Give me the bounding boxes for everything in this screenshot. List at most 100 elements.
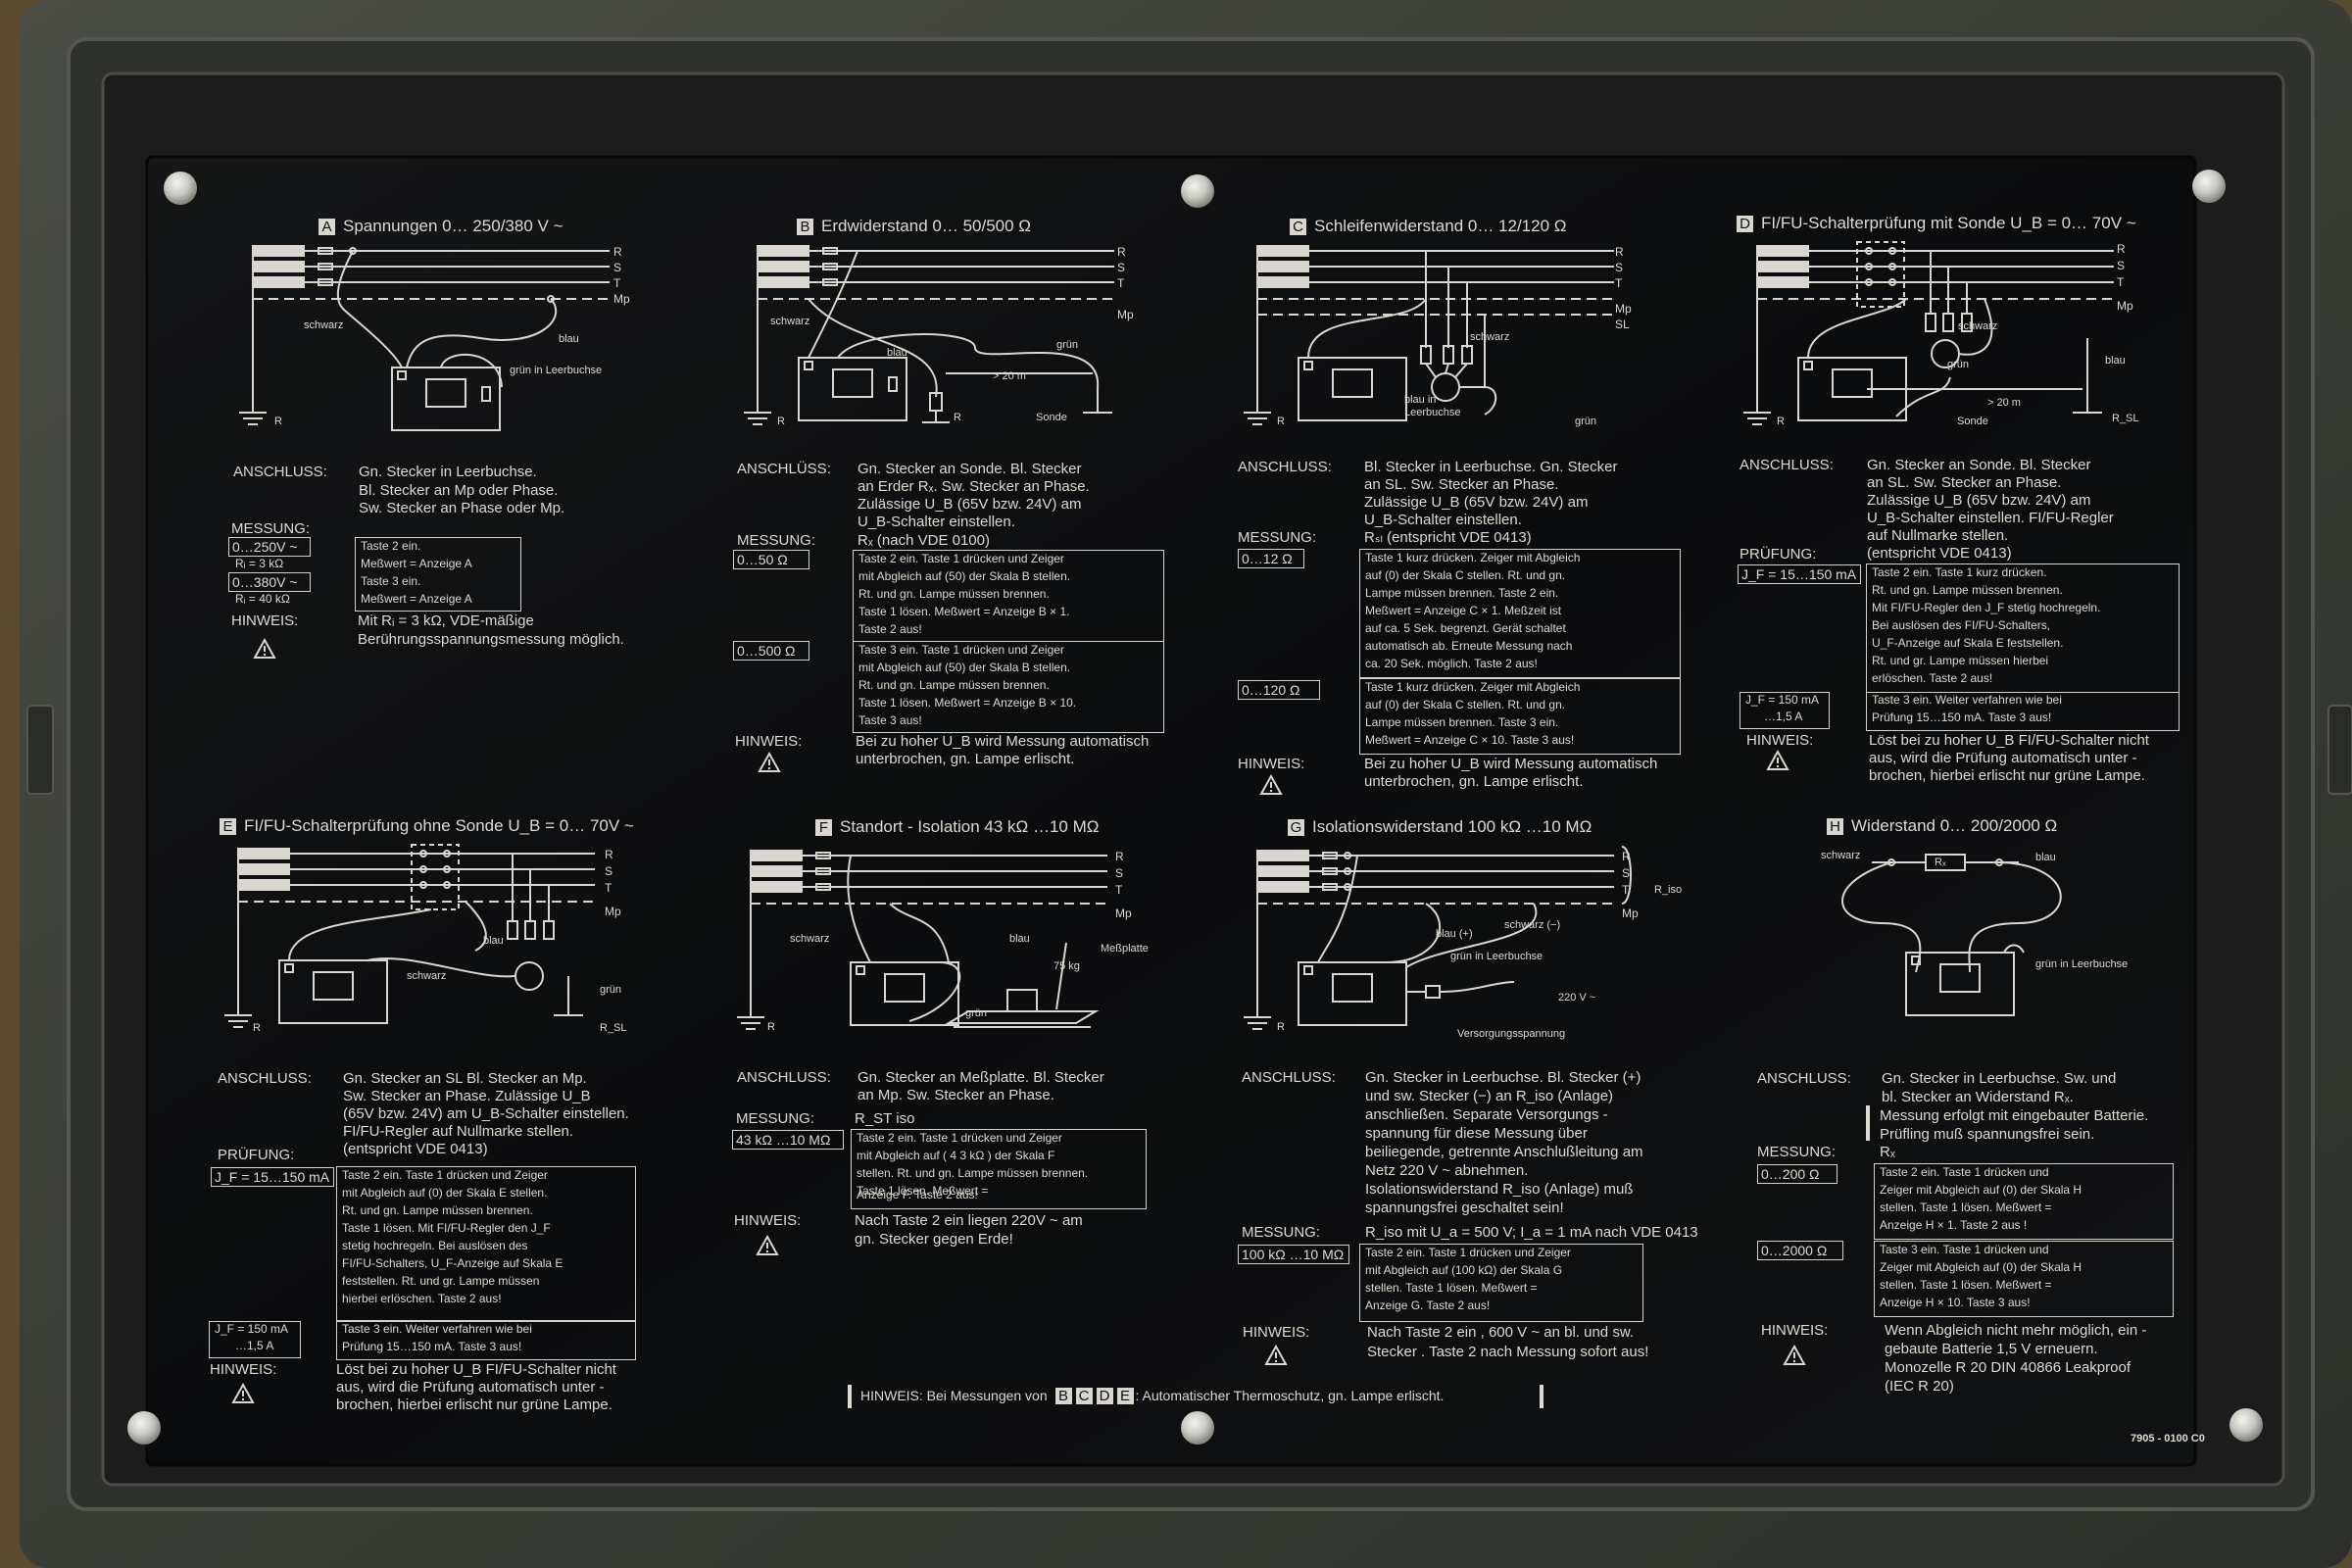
section-h-diagram (1823, 845, 2156, 1041)
ground-label: R_SL (600, 1022, 627, 1034)
wire-label-blau: blau (+) (1436, 928, 1473, 940)
panel-screw (1181, 1411, 1214, 1445)
step-box (853, 641, 1164, 733)
section-f-anschluss-line: Gn. Stecker an Meßplatte. Bl. Stecker (858, 1069, 1104, 1086)
step-line: Lampe müssen brennen. Taste 3 ein. (1365, 715, 1559, 729)
section-c-hinweis-label: HINWEIS: (1238, 756, 1305, 772)
messung-text: R_iso mit U_a = 500 V; I_a = 1 mA nach V… (1365, 1224, 1698, 1241)
section-b-diagram (750, 240, 1142, 436)
section-f-anschluss-label: ANSCHLUSS: (737, 1069, 831, 1086)
step-line: Rt. und gn. Lampe müssen brennen. (342, 1203, 533, 1217)
step-line: Taste 1 lösen. Meßwert = Anzeige B × 1. (858, 605, 1070, 618)
wire-label-schwarz: schwarz (407, 970, 447, 982)
panel-screw (2192, 170, 2226, 203)
section-e-anschluss-line: Gn. Stecker an SL Bl. Stecker an Mp. (343, 1070, 587, 1087)
resistor-label: Rₓ (1935, 857, 1946, 868)
section-h-anschluss-line: Prüfling muß spannungsfrei sein. (1880, 1126, 2095, 1143)
step-line: Taste 3 ein. Weiter verfahren wie bei (342, 1322, 532, 1336)
hinweis-line: aus, wird die Prüfung automatisch unter … (336, 1379, 605, 1396)
section-b-messung-label: MESSUNG: (737, 532, 816, 549)
hinweis-line: Monozelle R 20 DIN 40866 Leakproof (1885, 1359, 2131, 1376)
step-line: mit Abgleich auf ( 4 3 kΩ ) der Skala F (857, 1149, 1055, 1162)
section-g-anschluss-line: Gn. Stecker in Leerbuchse. Bl. Stecker (… (1365, 1069, 1642, 1086)
hinweis-line: unterbrochen, gn. Lampe erlischt. (1364, 773, 1584, 790)
hinweis-line: unterbrochen, gn. Lampe erlischt. (856, 751, 1075, 767)
footer-letter: B (1054, 1388, 1072, 1404)
indicator-bar (848, 1385, 852, 1408)
phase-label: R (1622, 850, 1631, 863)
step-line: stellen. Taste 1 lösen. Meßwert = (1880, 1278, 2052, 1292)
wire-label-blau: blau (2105, 355, 2126, 367)
step-line: Taste 3 ein. Taste 1 drücken und (1880, 1243, 2049, 1256)
section-e-diagram (230, 843, 622, 1039)
voltage-label: 220 V ~ (1558, 992, 1596, 1004)
wire-label-blau: blau (559, 333, 579, 345)
step-line: mit Abgleich auf (50) der Skala B stelle… (858, 569, 1071, 583)
messung-text: Rₓ (1880, 1144, 1895, 1160)
section-g-anschluss-line: Netz 220 V ~ abnehmen. (1365, 1162, 1529, 1179)
range-box: J_F = 15…150 mA (211, 1167, 334, 1187)
hinweis-line: Stecker . Taste 2 nach Messung sofort au… (1367, 1344, 1649, 1360)
phase-label: Mp (605, 905, 621, 918)
hinweis-line: (IEC R 20) (1885, 1378, 1954, 1395)
section-d-hinweis-label: HINWEIS: (1746, 732, 1814, 749)
range-box: 0…120 Ω (1238, 680, 1320, 700)
step-line: Taste 1 kurz drücken. Zeiger mit Abgleic… (1365, 680, 1581, 694)
hinweis-line: brochen, hierbei erlischt nur grüne Lamp… (336, 1396, 612, 1413)
range-box (209, 1321, 301, 1358)
wire-label-gruen: grün in Leerbuchse (1450, 951, 1544, 962)
step-line: Taste 3 aus! (858, 713, 922, 727)
section-e-anschluss-line: (65V bzw. 24V) am U_B-Schalter einstelle… (343, 1105, 629, 1122)
phase-label: S (1622, 866, 1631, 880)
section-g-anschluss-label: ANSCHLUSS: (1242, 1069, 1336, 1086)
section-a-anschluss-line: Gn. Stecker in Leerbuchse. (359, 464, 537, 480)
section-c-anschluss-label: ANSCHLUSS: (1238, 459, 1332, 475)
phase-label: Mp (1622, 906, 1639, 920)
step-line: Taste 1 lösen. Meßwert = (857, 1184, 989, 1198)
step-line: Bei auslösen des FI/FU-Schalters, (1872, 618, 2051, 632)
wire-label-blau: blau (887, 347, 907, 359)
phase-label: S (1115, 866, 1124, 880)
step-line: Anzeige G. Taste 2 aus! (1365, 1298, 1491, 1312)
section-h-anschluss-line: Messung erfolgt mit eingebauter Batterie… (1880, 1107, 2149, 1124)
range-box: 43 kΩ …10 MΩ (732, 1130, 844, 1150)
step-line: auf ca. 5 Sek. begrenzt. Gerät schaltet (1365, 621, 1566, 635)
wire-label-schwarz: schwarz (304, 319, 344, 331)
step-line: Anzeige H × 10. Taste 3 aus! (1880, 1296, 2031, 1309)
section-b-hinweis-label: HINWEIS: (735, 733, 803, 750)
ground-label: R (954, 412, 961, 423)
step-line: Meßwert = Anzeige A (361, 557, 472, 570)
section-h-hinweis-label: HINWEIS: (1761, 1322, 1829, 1339)
footer-letter: C (1075, 1388, 1093, 1404)
step-line: Meßwert = Anzeige C × 10. Taste 3 aus! (1365, 733, 1575, 747)
step-line: stellen. Taste 1 lösen. Meßwert = (1880, 1200, 2052, 1214)
step-line: feststellen. Rt. und gr. Lampe müssen (342, 1274, 540, 1288)
step-line: Taste 3 ein. (361, 574, 421, 588)
section-d-anschluss-line: U_B-Schalter einstellen. FI/FU-Regler (1867, 510, 2114, 526)
plate-label: Meßplatte (1101, 943, 1149, 955)
step-line: mit Abgleich auf (100 kΩ) der Skala G (1365, 1263, 1563, 1277)
distance-label: > 20 m (1987, 397, 2021, 409)
step-line: Mit FI/FU-Regler den J_F stetig hochrege… (1872, 601, 2101, 614)
section-a-anschluss-line: Sw. Stecker an Phase oder Mp. (359, 500, 565, 516)
phase-label: SL (1615, 318, 1630, 331)
hinweis-line: gn. Stecker gegen Erde! (855, 1231, 1013, 1248)
step-line: Taste 1 lösen. Mit FI/FU-Regler den J_F (342, 1221, 551, 1235)
phase-label: Mp (613, 292, 630, 306)
phase-label: S (1615, 261, 1624, 274)
section-e-anschluss-label: ANSCHLUSS: (218, 1070, 312, 1087)
phase-label: R (1117, 245, 1126, 259)
step-box (1359, 678, 1681, 755)
part-number: 7905 - 0100 C0 (2131, 1433, 2205, 1445)
range-box (1740, 692, 1830, 729)
indicator-bar (1866, 1105, 1870, 1141)
section-e-hinweis-label: HINWEIS: (210, 1361, 277, 1378)
step-line: Taste 3 ein. Taste 1 drücken und Zeiger (858, 643, 1064, 657)
step-line: Zeiger mit Abgleich auf (0) der Skala H (1880, 1183, 2082, 1197)
